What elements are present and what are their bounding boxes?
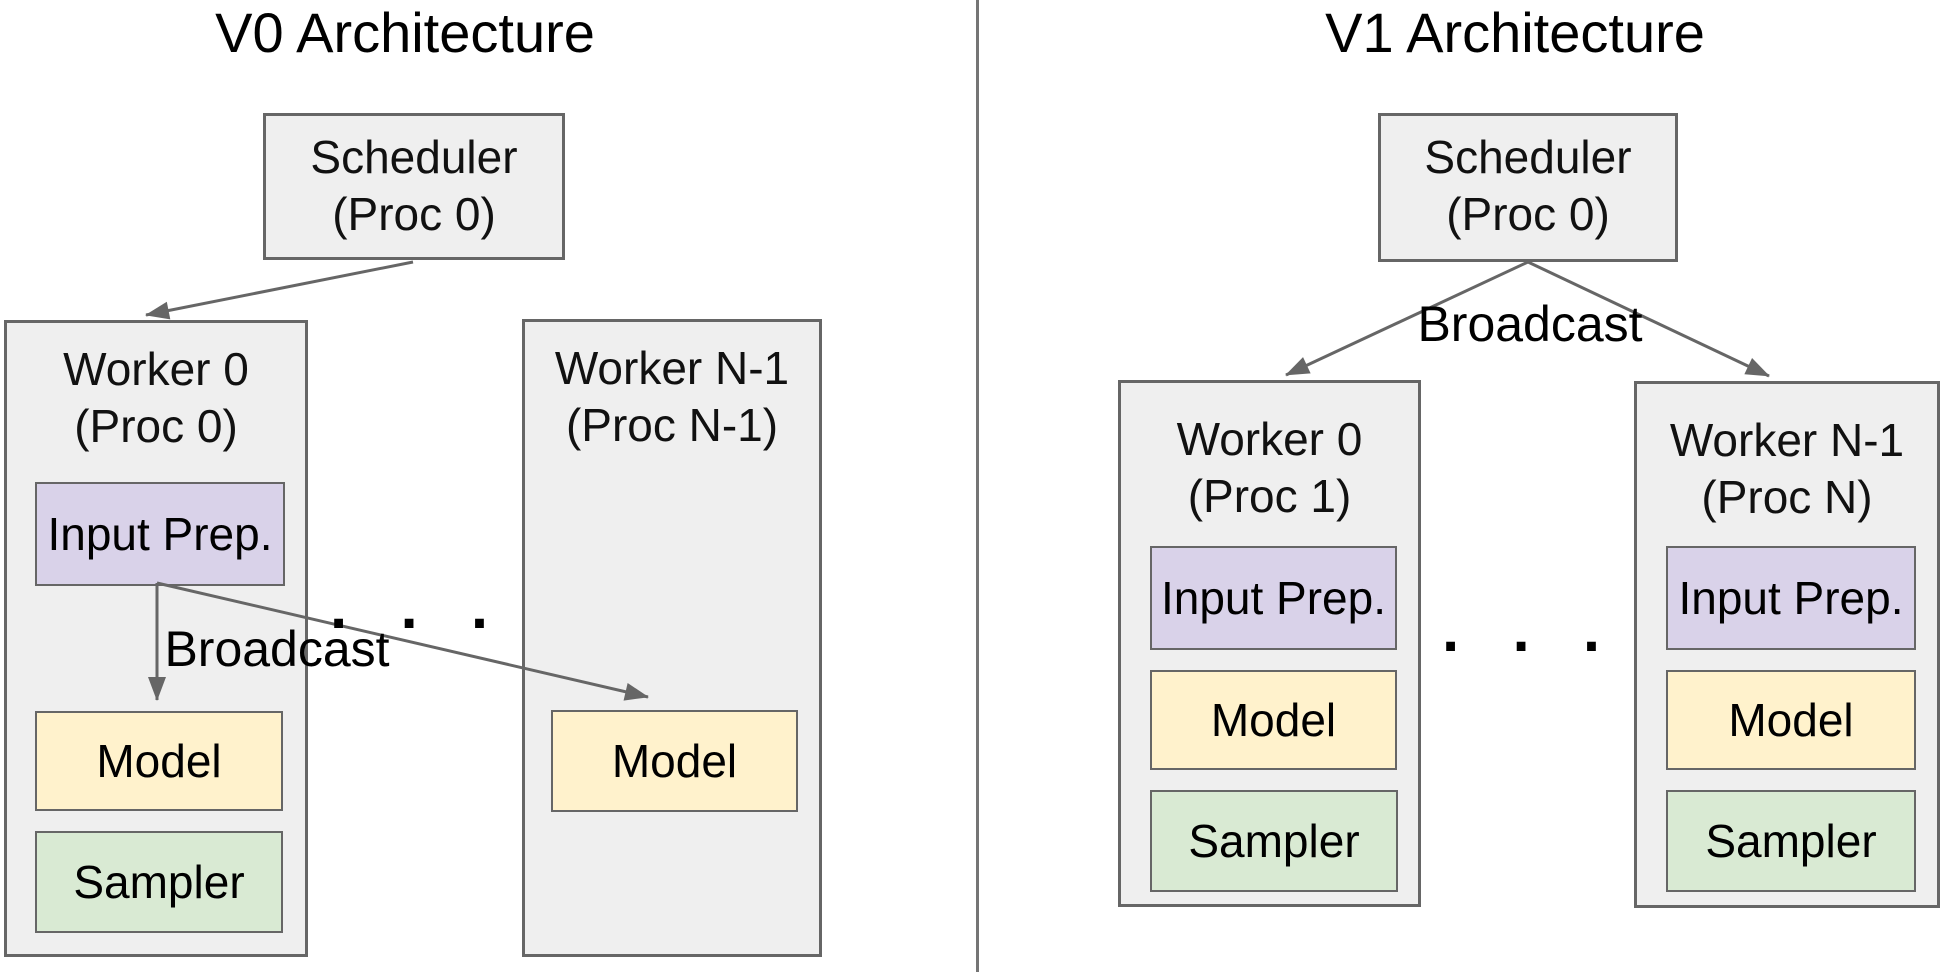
v0-scheduler-box: Scheduler (Proc 0) (263, 113, 565, 260)
v0-workerN-proc: (Proc N-1) (565, 399, 779, 451)
v0-scheduler-to-worker0-arrow (145, 260, 414, 320)
v0-scheduler-name: Scheduler (310, 131, 518, 183)
v0-ellipsis: . . . (330, 573, 507, 642)
v0-worker0-input-prep-label: Input Prep. (47, 508, 273, 560)
v1-workerN-input-prep-label: Input Prep. (1678, 572, 1904, 624)
v1-workerN-box: Worker N-1 (Proc N) Input Prep. Model Sa… (1634, 381, 1940, 908)
v1-worker0-name: Worker 0 (1176, 413, 1363, 465)
v0-worker0-sampler-box: Sampler (35, 831, 283, 933)
v1-worker0-input-prep-box: Input Prep. (1150, 546, 1397, 650)
v1-scheduler-box: Scheduler (Proc 0) (1378, 113, 1678, 262)
v0-workerN-name: Worker N-1 (554, 342, 790, 394)
v1-worker0-model-label: Model (1210, 694, 1337, 746)
v1-workerN-proc: (Proc N) (1701, 471, 1873, 523)
v0-scheduler-proc: (Proc 0) (332, 188, 496, 240)
v1-worker0-model-box: Model (1150, 670, 1397, 770)
v0-workerN-model-box: Model (551, 710, 798, 812)
v1-scheduler-name: Scheduler (1424, 131, 1632, 183)
v0-worker0-model-box: Model (35, 711, 283, 811)
v1-workerN-input-prep-box: Input Prep. (1666, 546, 1916, 650)
v1-worker0-box: Worker 0 (Proc 1) Input Prep. Model Samp… (1118, 380, 1421, 907)
v0-worker0-model-label: Model (96, 735, 222, 787)
v0-worker0-name: Worker 0 (63, 343, 249, 395)
v0-workerN-model-label: Model (611, 735, 738, 787)
v1-title: V1 Architecture (1325, 1, 1705, 64)
v0-worker0-proc: (Proc 0) (74, 400, 238, 452)
v1-workerN-sampler-label: Sampler (1705, 815, 1877, 867)
v1-ellipsis: . . . (1442, 596, 1619, 665)
v1-workerN-name: Worker N-1 (1669, 414, 1905, 466)
v1-workerN-model-box: Model (1666, 670, 1916, 770)
v0-worker0-box: Worker 0 (Proc 0) Input Prep. Model Samp… (4, 320, 308, 957)
v1-scheduler-proc: (Proc 0) (1446, 188, 1610, 240)
v1-worker0-proc: (Proc 1) (1187, 470, 1352, 522)
v0-worker0-input-prep-box: Input Prep. (35, 482, 285, 586)
v0-worker0-sampler-label: Sampler (73, 856, 245, 908)
v1-broadcast-label: Broadcast (1417, 296, 1643, 352)
v1-workerN-model-label: Model (1728, 694, 1854, 746)
v0-title: V0 Architecture (215, 1, 595, 64)
v1-workerN-sampler-box: Sampler (1666, 790, 1916, 892)
v1-worker0-input-prep-label: Input Prep. (1160, 572, 1387, 624)
v0-workerN-box: Worker N-1 (Proc N-1) Model (522, 319, 822, 957)
v1-worker0-sampler-label: Sampler (1188, 815, 1360, 867)
panel-divider (976, 0, 979, 972)
v1-worker0-sampler-box: Sampler (1150, 790, 1398, 892)
